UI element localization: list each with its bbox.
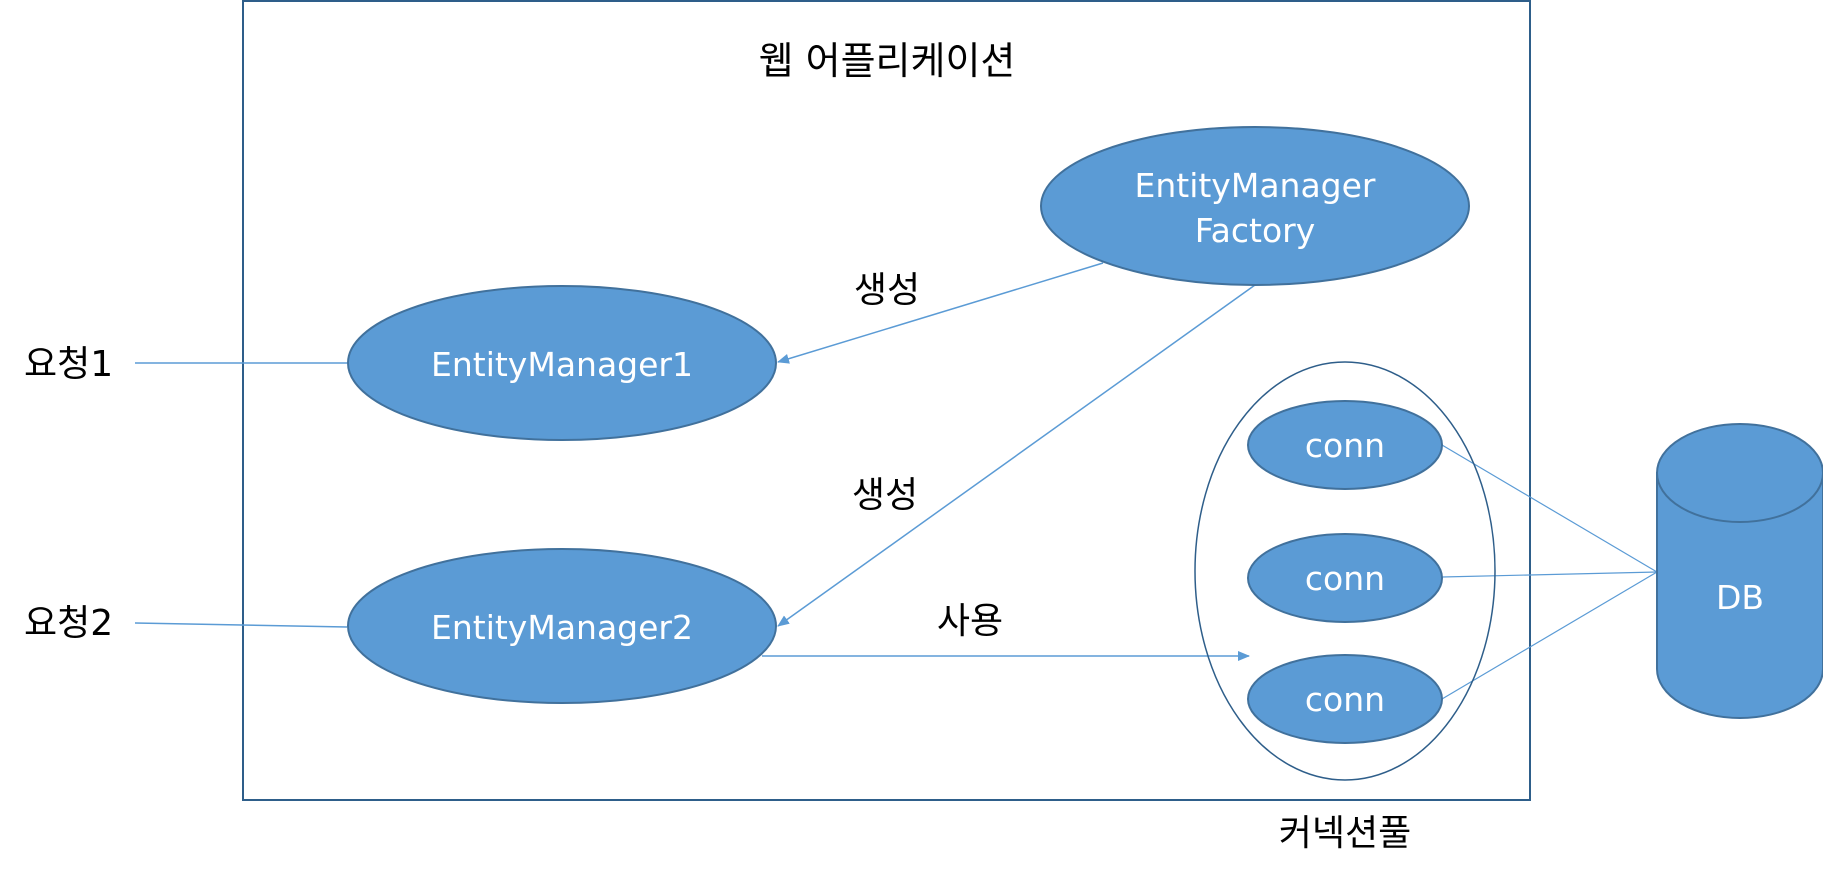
web-application-frame [242,0,1531,801]
entity-manager-1-label: EntityManager1 [431,345,693,384]
connection-node-3: conn [1247,654,1443,744]
request1-label: 요청1 [24,344,113,385]
entity-manager-2-label: EntityManager2 [431,608,693,647]
database-label: DB [1716,578,1764,617]
connection-pool-label: 커넥션풀 [1279,813,1411,854]
database-cylinder-top [1656,423,1823,523]
entity-manager-factory-node: EntityManager Factory [1040,126,1470,286]
request2-connector [134,622,348,628]
database-node: DB [1656,423,1823,719]
connection-pool: conn conn conn [1194,361,1496,781]
factory-label-line1: EntityManager [1135,166,1376,205]
connection-label-3: conn [1305,680,1385,719]
database-cylinder-body [1656,472,1823,719]
connection-label-2: conn [1305,559,1385,598]
connection-pool-boundary [1194,361,1496,781]
entity-manager-1-node: EntityManager1 [347,285,777,441]
factory-to-em2-arrow [777,284,1256,627]
connection-node-1: conn [1247,400,1443,490]
create-label-1: 생성 [854,270,920,311]
conn3-to-db-line [1441,571,1658,700]
web-application-title: 웹 어플리케이션 [759,39,1016,83]
factory-to-em1-arrow [777,262,1104,364]
conn1-to-db-line [1441,444,1658,573]
use-label: 사용 [937,601,1003,642]
request2-label: 요청2 [24,603,113,644]
factory-label-line2: Factory [1195,211,1316,250]
entity-manager-2-node: EntityManager2 [347,548,777,704]
connection-node-2: conn [1247,533,1443,623]
conn2-to-db-line [1441,571,1658,578]
connection-label-1: conn [1305,426,1385,465]
create-label-2: 생성 [852,475,918,516]
